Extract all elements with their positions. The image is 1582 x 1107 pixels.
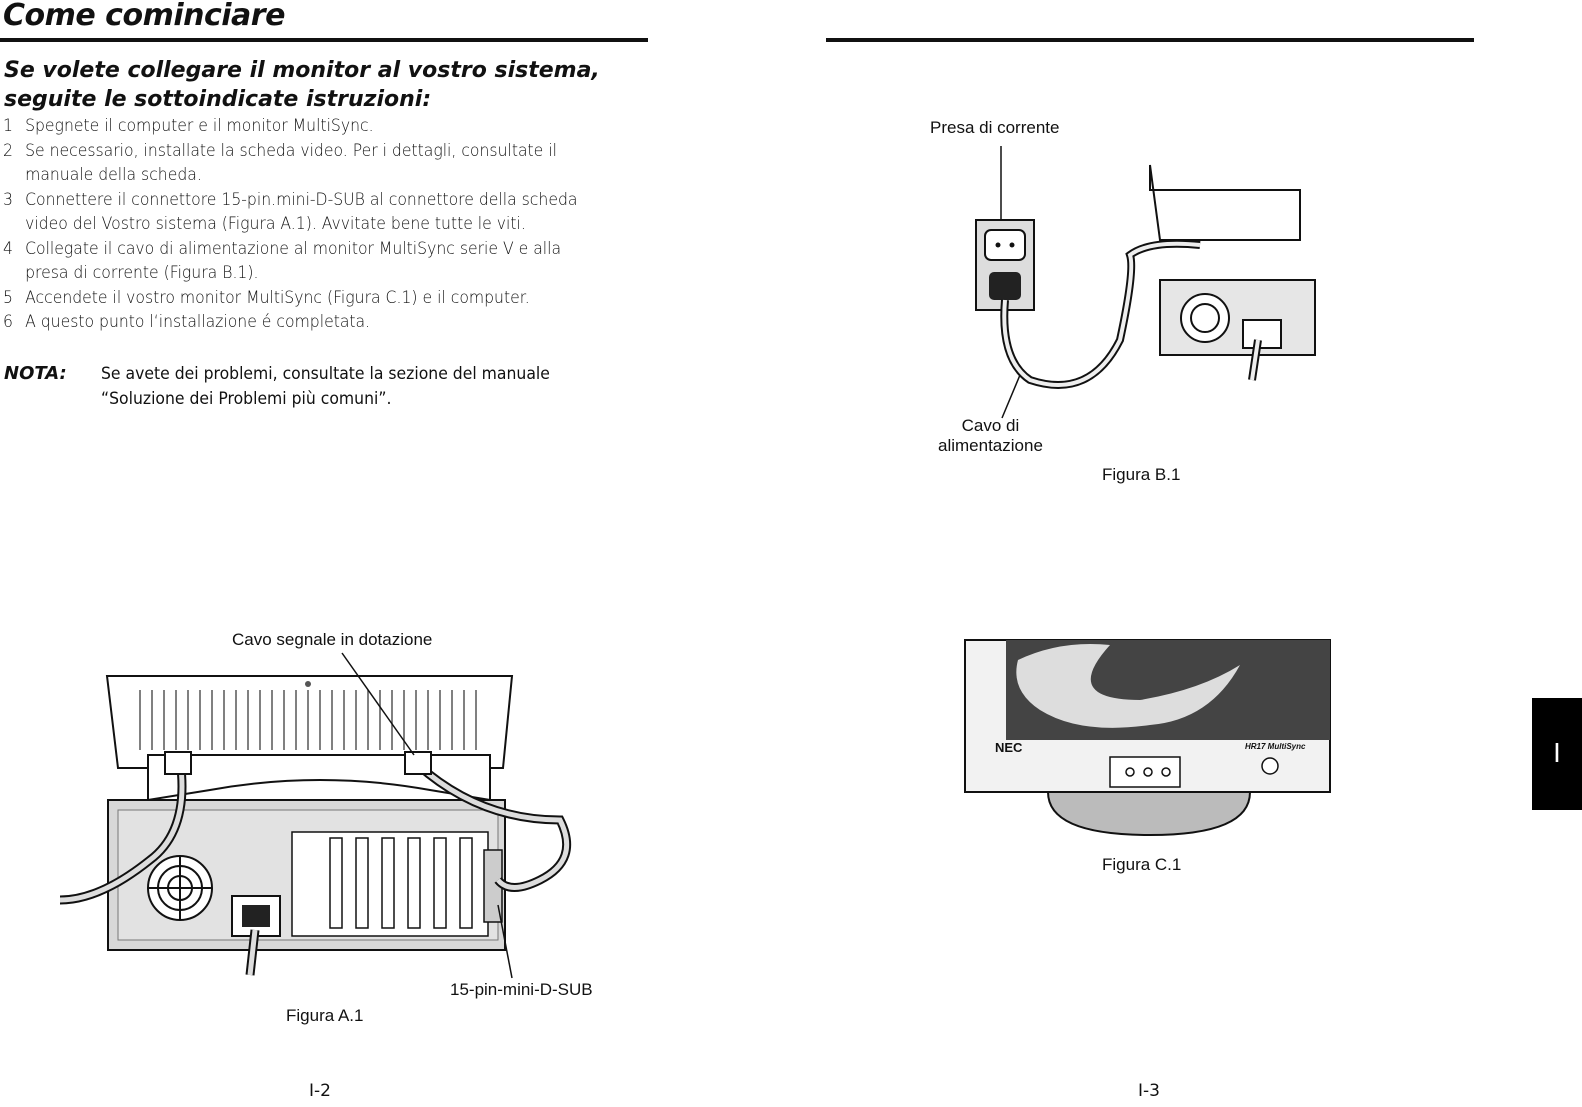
note-line-1: Se avete dei problemi, consultate la sez… <box>101 364 550 384</box>
step-text: A questo punto l‘installazione é complet… <box>25 312 371 332</box>
title-rule-right <box>826 38 1474 42</box>
figure-c-caption: Figura C.1 <box>1102 855 1182 874</box>
page-number-left: I-2 <box>309 1081 331 1101</box>
cord-label-line-2: alimentazione <box>938 436 1043 455</box>
step-number: 3 <box>3 189 13 210</box>
step-text: Se necessario, installate la scheda vide… <box>25 140 557 161</box>
step-text-cont: manuale della scheda. <box>25 165 202 185</box>
list-item: 1 Spegnete il computer e il monitor Multi… <box>3 114 601 139</box>
step-text: Accendete il vostro monitor MultiSync (F… <box>25 287 530 308</box>
list-item: 6 A questo punto l‘installazione é comple… <box>3 310 601 335</box>
step-number: 4 <box>3 238 13 259</box>
list-item: 2 Se necessario, installate la scheda vid… <box>3 139 601 188</box>
list-item: 4 Collegate il cavo di alimentazione al m… <box>3 237 601 286</box>
step-number: 5 <box>3 287 13 308</box>
note-text: Se avete dei problemi, consultate la sez… <box>101 362 616 411</box>
step-text-cont: video del Vostro sistema (Figura A.1). A… <box>25 214 526 234</box>
subtitle-line-2: seguite le sottoindicate istruzioni: <box>4 87 432 112</box>
note-line-2: “Soluzione dei Problemi più comuni”. <box>101 388 392 409</box>
instruction-list: 1 Spegnete il computer e il monitor Multi… <box>3 114 601 335</box>
note-label: NOTA: <box>4 363 67 384</box>
cord-label-line-1: Cavo di <box>961 416 1020 435</box>
step-text: Spegnete il computer e il monitor MultiS… <box>25 116 374 136</box>
list-item: 5 Accendete il vostro monitor MultiSync (… <box>3 286 601 311</box>
figure-b-cord-label: Cavo di alimentazione <box>938 416 1043 456</box>
step-number: 2 <box>3 140 13 161</box>
figure-a-cable-label: Cavo segnale in dotazione <box>232 630 433 649</box>
section-subtitle: Se volete collegare il monitor al vostro… <box>4 56 644 114</box>
language-tab: I <box>1532 698 1582 810</box>
step-text: Connettere il connettore 15-pin.mini-D-S… <box>25 189 578 210</box>
step-text-cont: presa di corrente (Figura B.1). <box>25 263 259 283</box>
figure-c-brand: NEC <box>995 740 1023 755</box>
page-title: Come cominciare <box>3 0 285 33</box>
step-number: 1 <box>3 116 13 136</box>
subtitle-line-1: Se volete collegare il monitor al vostro… <box>4 58 600 83</box>
figure-c-model: HR17 MultiSync <box>1245 742 1306 751</box>
figure-b-outlet-label: Presa di corrente <box>930 118 1060 137</box>
title-rule-left <box>0 38 648 42</box>
step-number: 6 <box>3 312 13 332</box>
page-number-right: I-3 <box>1138 1081 1160 1101</box>
figure-a-connector-label: 15-pin-mini-D-SUB <box>450 980 593 999</box>
list-item: 3 Connettere il connettore 15-pin.mini-D-… <box>3 188 601 237</box>
figure-b-caption: Figura B.1 <box>1102 465 1181 484</box>
step-text: Collegate il cavo di alimentazione al mo… <box>25 238 562 259</box>
figure-a-caption: Figura A.1 <box>286 1006 364 1025</box>
